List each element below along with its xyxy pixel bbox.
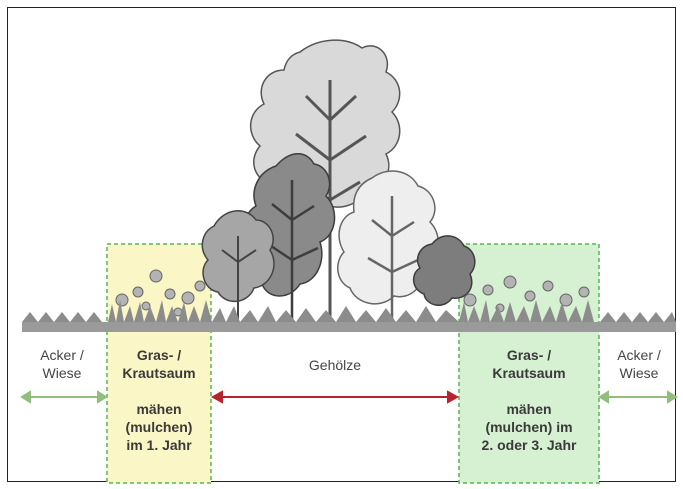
left-strip-note2: (mulchen) [107, 418, 211, 436]
right-strip-note3: 2. oder 3. Jahr [459, 436, 599, 454]
left-shrub-icon [202, 211, 274, 330]
right-strip-note2: (mulchen) im [459, 418, 599, 436]
left-strip-title2: Krautsaum [107, 364, 211, 382]
left-field-arrow [22, 392, 106, 402]
ground-strip [22, 322, 676, 332]
right-strip-note1: mähen [459, 400, 599, 418]
center-label: Gehölze [270, 356, 400, 374]
right-strip-label: Gras- / Krautsaum mähen (mulchen) im 2. … [459, 346, 599, 454]
left-field-line1: Acker / [20, 346, 104, 364]
left-strip-label: Gras- / Krautsaum mähen (mulchen) im 1. … [107, 346, 211, 454]
right-field-arrow [600, 392, 676, 402]
hedge-width-arrow [213, 392, 457, 402]
right-strip-title1: Gras- / [459, 346, 599, 364]
left-field-label: Acker / Wiese [20, 346, 104, 382]
right-field-line2: Wiese [602, 364, 676, 382]
right-field-line1: Acker / [602, 346, 676, 364]
right-strip-title2: Krautsaum [459, 364, 599, 382]
left-strip-title1: Gras- / [107, 346, 211, 364]
right-field-label: Acker / Wiese [602, 346, 676, 382]
left-field-line2: Wiese [20, 364, 104, 382]
left-strip-note1: mähen [107, 400, 211, 418]
left-strip-note3: im 1. Jahr [107, 436, 211, 454]
